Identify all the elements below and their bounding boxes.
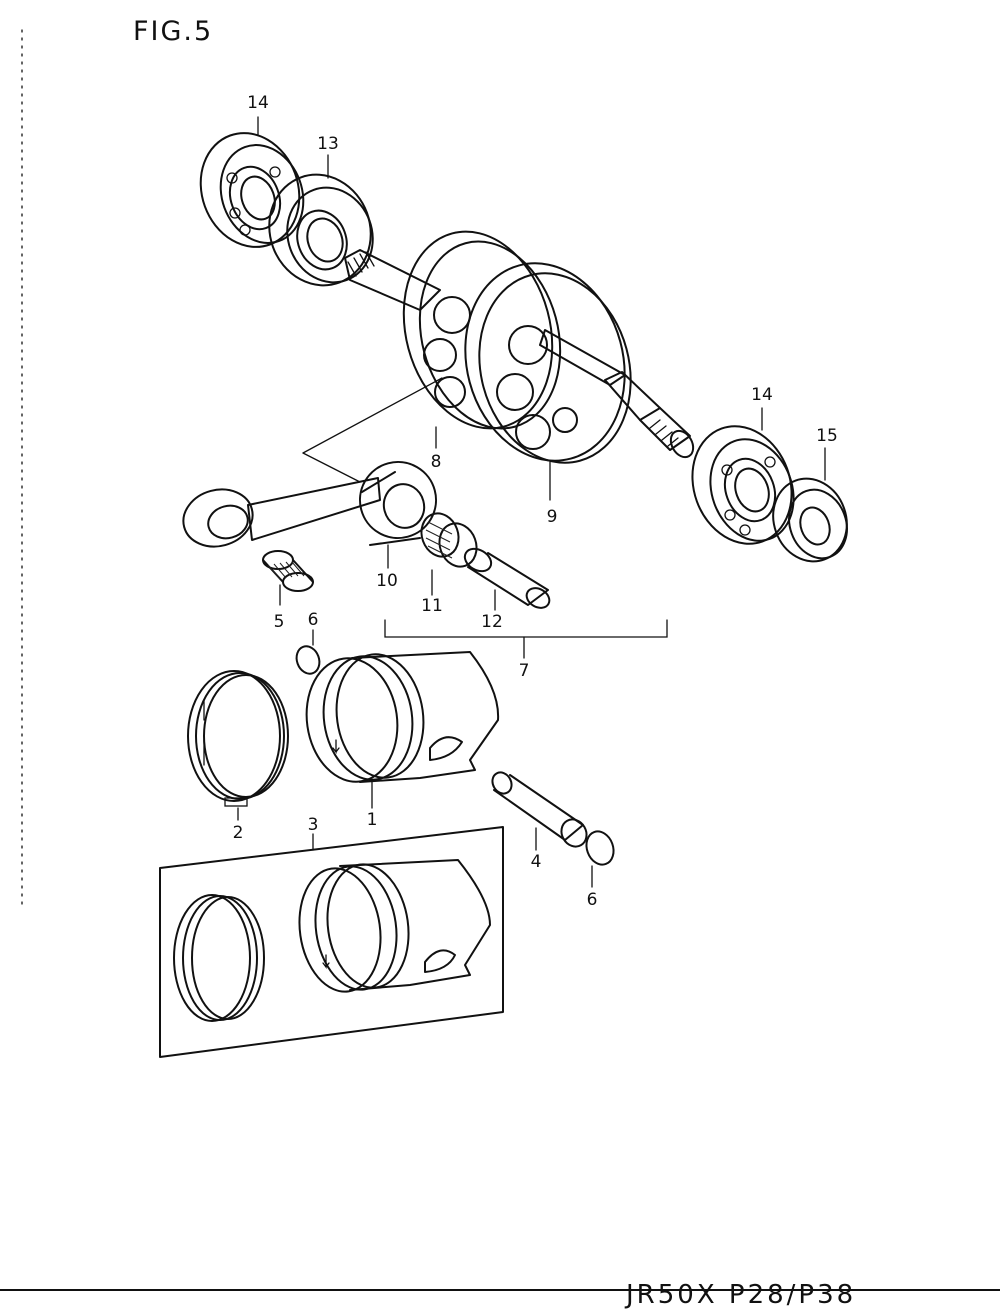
callout-6-top: 6 (308, 610, 319, 630)
callout-14-top: 14 (247, 93, 269, 113)
callout-7: 7 (519, 661, 530, 681)
piston-1 (305, 651, 500, 783)
callout-2: 2 (233, 823, 244, 843)
crankshaft-right-9 (464, 262, 695, 464)
model-code-footer: JR50X P28/P38 (626, 1280, 857, 1310)
oil-seal-13 (268, 173, 374, 287)
circlip-6-top (295, 645, 321, 675)
piston-set-3 (159, 826, 504, 1058)
callout-1: 1 (367, 810, 378, 830)
callout-15: 15 (816, 426, 838, 446)
callout-6-bottom: 6 (587, 890, 598, 910)
crankshaft-left-8 (344, 230, 562, 430)
callout-11: 11 (421, 596, 443, 616)
callout-13: 13 (317, 134, 339, 154)
circlip-6-bottom (585, 830, 615, 866)
bearing-14-top (199, 132, 305, 248)
figure-title: FIG.5 (133, 16, 214, 47)
bearing-14-right (691, 425, 795, 545)
callout-3: 3 (308, 815, 319, 835)
piston-rings-2 (187, 670, 289, 807)
oil-seal-15 (772, 477, 848, 563)
callout-9: 9 (547, 507, 558, 527)
piston-pin-4 (491, 771, 588, 848)
callout-5: 5 (274, 612, 285, 632)
callout-10: 10 (376, 571, 398, 591)
callout-4: 4 (531, 852, 542, 872)
callout-14-right: 14 (751, 385, 773, 405)
callout-12: 12 (481, 612, 503, 632)
needle-bearing-5 (262, 550, 314, 592)
connecting-rod-10 (182, 461, 437, 548)
leader-lines (237, 116, 826, 888)
needle-bearing-11 (420, 512, 478, 568)
crank-pin-12 (463, 547, 551, 609)
assembly-guide-lines (302, 377, 443, 483)
callout-labels: 14 13 14 15 8 9 10 11 12 5 6 7 2 1 3 4 6 (233, 93, 838, 910)
callout-8: 8 (431, 452, 442, 472)
bracket-7 (384, 619, 668, 659)
